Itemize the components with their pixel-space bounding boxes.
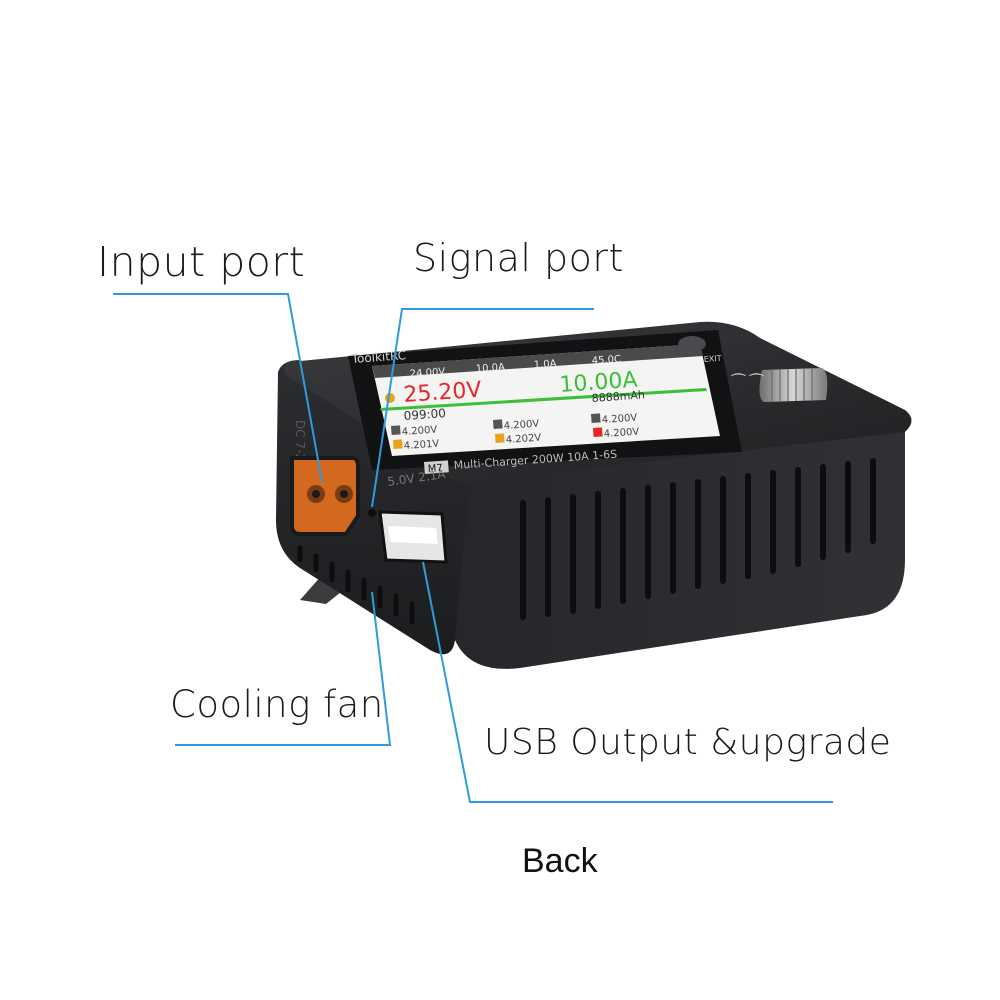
xt60-pin-core [340, 490, 348, 498]
body-side-face [455, 418, 905, 669]
brand-label: ToolkitRC [350, 348, 406, 366]
control-button [678, 336, 706, 352]
body-front-face [276, 360, 470, 655]
input-port-label: Input port [97, 238, 306, 286]
status-power: 1.0A [533, 358, 557, 371]
status-voltage: 24.00V [409, 367, 445, 380]
cell-badge [393, 439, 403, 449]
leader-cooling-fan [175, 591, 392, 746]
jog-wheel-ridges [771, 369, 813, 401]
cell-voltage: 4.200V [503, 419, 539, 432]
xt60-housing [290, 456, 360, 536]
main-voltage: 25.20V [403, 378, 483, 408]
cell-voltage: 4.200V [401, 425, 437, 438]
xt60-pin-core [312, 490, 320, 498]
signal-port [368, 509, 376, 517]
main-current: 10.00A [559, 368, 639, 398]
cell-badge [494, 433, 505, 443]
side-vents [520, 458, 876, 620]
cell-badge [591, 413, 601, 423]
capacity: 8888mAh [591, 388, 645, 405]
cell-voltage: 4.201V [403, 439, 439, 452]
view-caption: Back [522, 842, 598, 880]
timer: 099:00 [403, 406, 446, 423]
cell-badge [391, 425, 401, 435]
cell-voltage: 4.200V [603, 427, 639, 440]
usb-output-label: USB Output &upgrade [484, 722, 892, 763]
jog-arrows: ⁀ ⁀ [731, 372, 764, 392]
cooling-fan-label: Cooling fan [170, 683, 384, 726]
cell-badge [493, 419, 503, 429]
screen-separator [380, 388, 707, 411]
cell-readings: 4.200V 4.200V 4.200V 4.201V 4.202V 4.200… [391, 413, 640, 452]
leader-signal-port [371, 308, 594, 508]
cell-voltage: 4.200V [601, 413, 637, 426]
status-temp: 45.0C [591, 354, 621, 367]
cell-badge [593, 427, 603, 437]
leader-lines [113, 293, 833, 803]
signal-port-label: Signal port [413, 236, 624, 280]
fan-vents [297, 545, 415, 625]
status-current: 10.0A [475, 362, 505, 375]
leader-usb-output [422, 561, 833, 803]
jog-wheel [759, 368, 828, 402]
cell-voltage: 4.202V [505, 433, 541, 446]
usb-port-tongue [388, 526, 438, 544]
screen-status-strip [372, 344, 703, 378]
leader-input-port [113, 293, 323, 483]
model-badge-box [424, 460, 449, 474]
model-badge: M7 [427, 463, 443, 475]
button-label: EXIT [704, 354, 722, 364]
